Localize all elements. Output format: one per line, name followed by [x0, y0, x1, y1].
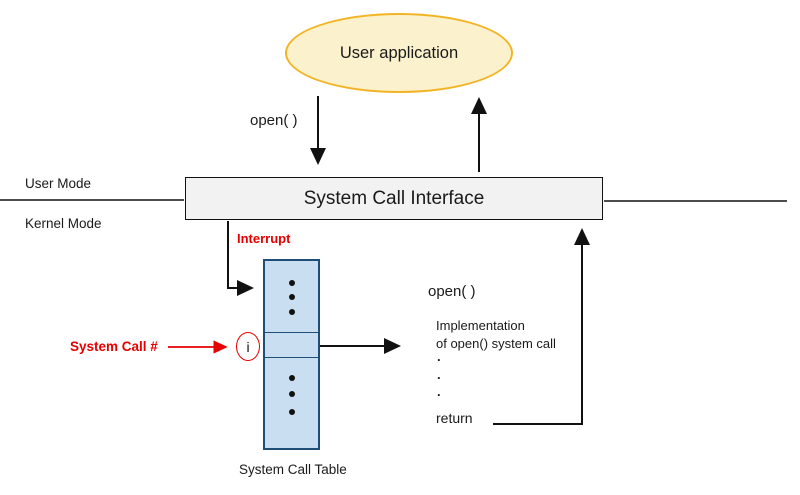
system-call-number-label: System Call # — [70, 339, 158, 354]
implementation-ellipsis-dot: . — [437, 367, 441, 382]
kernel-mode-label: Kernel Mode — [25, 216, 102, 231]
user-application-label: User application — [339, 43, 459, 62]
user-application-node: User application — [285, 13, 513, 93]
table-index-circle: i — [236, 332, 260, 361]
table-ellipsis-dot — [289, 409, 295, 415]
system-call-table — [263, 259, 320, 450]
table-ellipsis-dot — [289, 294, 295, 300]
implementation-text-line2: of open() system call — [436, 336, 556, 351]
table-ellipsis-dot — [289, 391, 295, 397]
table-ellipsis-dot — [289, 375, 295, 381]
implementation-ellipsis-dot: . — [437, 349, 441, 364]
open-call-label: open( ) — [250, 112, 298, 129]
table-ellipsis-dot — [289, 309, 295, 315]
system-call-table-caption: System Call Table — [239, 462, 347, 477]
system-call-interface-box: System Call Interface — [185, 177, 603, 220]
interrupt-label: Interrupt — [237, 231, 291, 246]
implementation-open-label: open( ) — [428, 283, 476, 300]
return-label: return — [436, 410, 473, 426]
table-index-label: i — [246, 338, 250, 355]
system-call-interface-label: System Call Interface — [303, 187, 485, 209]
return-elbow-arrow — [493, 228, 590, 425]
system-call-table-index-row — [265, 332, 318, 358]
interrupt-elbow-arrow — [227, 221, 254, 296]
table-ellipsis-dot — [289, 280, 295, 286]
implementation-text-line1: Implementation — [436, 318, 525, 333]
user-mode-label: User Mode — [25, 176, 92, 191]
implementation-ellipsis-dot: . — [437, 384, 441, 399]
